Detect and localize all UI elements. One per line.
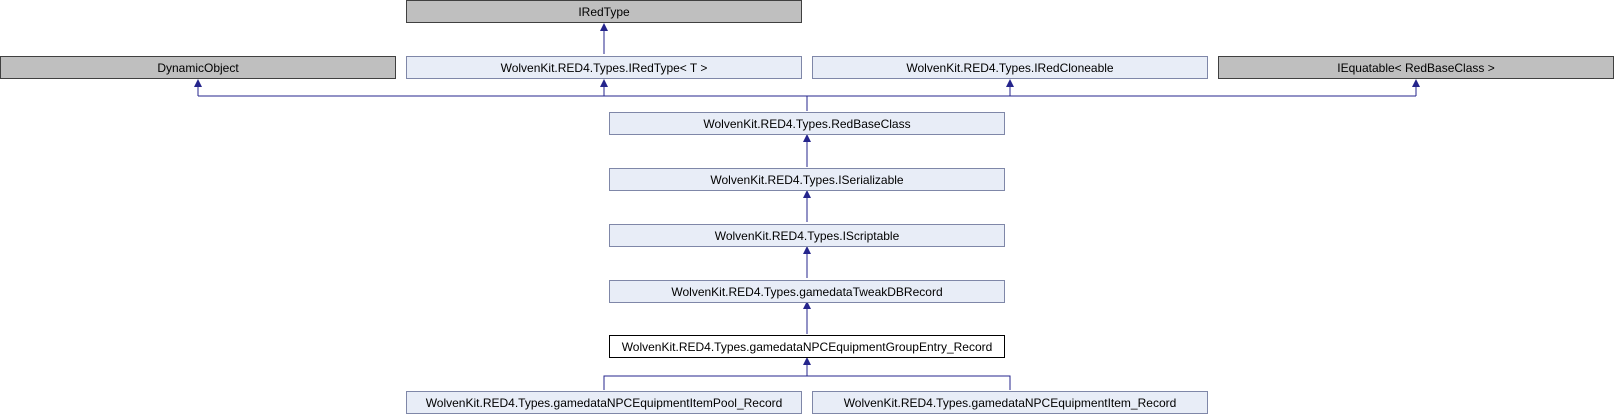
node-dynamic-object-label: DynamicObject <box>157 60 239 75</box>
node-item-record[interactable]: WolvenKit.RED4.Types.gamedataNPCEquipmen… <box>812 391 1208 414</box>
node-item-pool-record[interactable]: WolvenKit.RED4.Types.gamedataNPCEquipmen… <box>406 391 802 414</box>
node-iserializable-label: WolvenKit.RED4.Types.ISerializable <box>710 172 904 187</box>
node-iscriptable-label: WolvenKit.RED4.Types.IScriptable <box>714 228 900 243</box>
node-iequatable: IEquatable< RedBaseClass > <box>1218 56 1614 79</box>
node-iredtype: IRedType <box>406 0 802 23</box>
node-iequatable-label: IEquatable< RedBaseClass > <box>1337 60 1495 75</box>
node-tweakdbrecord[interactable]: WolvenKit.RED4.Types.gamedataTweakDBReco… <box>609 280 1005 303</box>
edge-children-bus <box>603 375 1011 390</box>
node-redbaseclass[interactable]: WolvenKit.RED4.Types.RedBaseClass <box>609 112 1005 135</box>
node-iserializable[interactable]: WolvenKit.RED4.Types.ISerializable <box>609 168 1005 191</box>
node-iscriptable[interactable]: WolvenKit.RED4.Types.IScriptable <box>609 224 1005 247</box>
node-item-record-label: WolvenKit.RED4.Types.gamedataNPCEquipmen… <box>843 395 1177 410</box>
node-group-entry-record: WolvenKit.RED4.Types.gamedataNPCEquipmen… <box>609 335 1005 358</box>
node-iredcloneable[interactable]: WolvenKit.RED4.Types.IRedCloneable <box>812 56 1208 79</box>
node-dynamic-object: DynamicObject <box>0 56 396 79</box>
node-tweakdbrecord-label: WolvenKit.RED4.Types.gamedataTweakDBReco… <box>671 284 943 299</box>
node-iredcloneable-label: WolvenKit.RED4.Types.IRedCloneable <box>906 60 1114 75</box>
node-item-pool-record-label: WolvenKit.RED4.Types.gamedataNPCEquipmen… <box>425 395 783 410</box>
node-iredtype-generic[interactable]: WolvenKit.RED4.Types.IRedType< T > <box>406 56 802 79</box>
node-iredtype-label: IRedType <box>578 4 630 19</box>
node-iredtype-generic-label: WolvenKit.RED4.Types.IRedType< T > <box>500 60 708 75</box>
node-redbaseclass-label: WolvenKit.RED4.Types.RedBaseClass <box>703 116 911 131</box>
node-group-entry-record-label: WolvenKit.RED4.Types.gamedataNPCEquipmen… <box>621 339 993 354</box>
